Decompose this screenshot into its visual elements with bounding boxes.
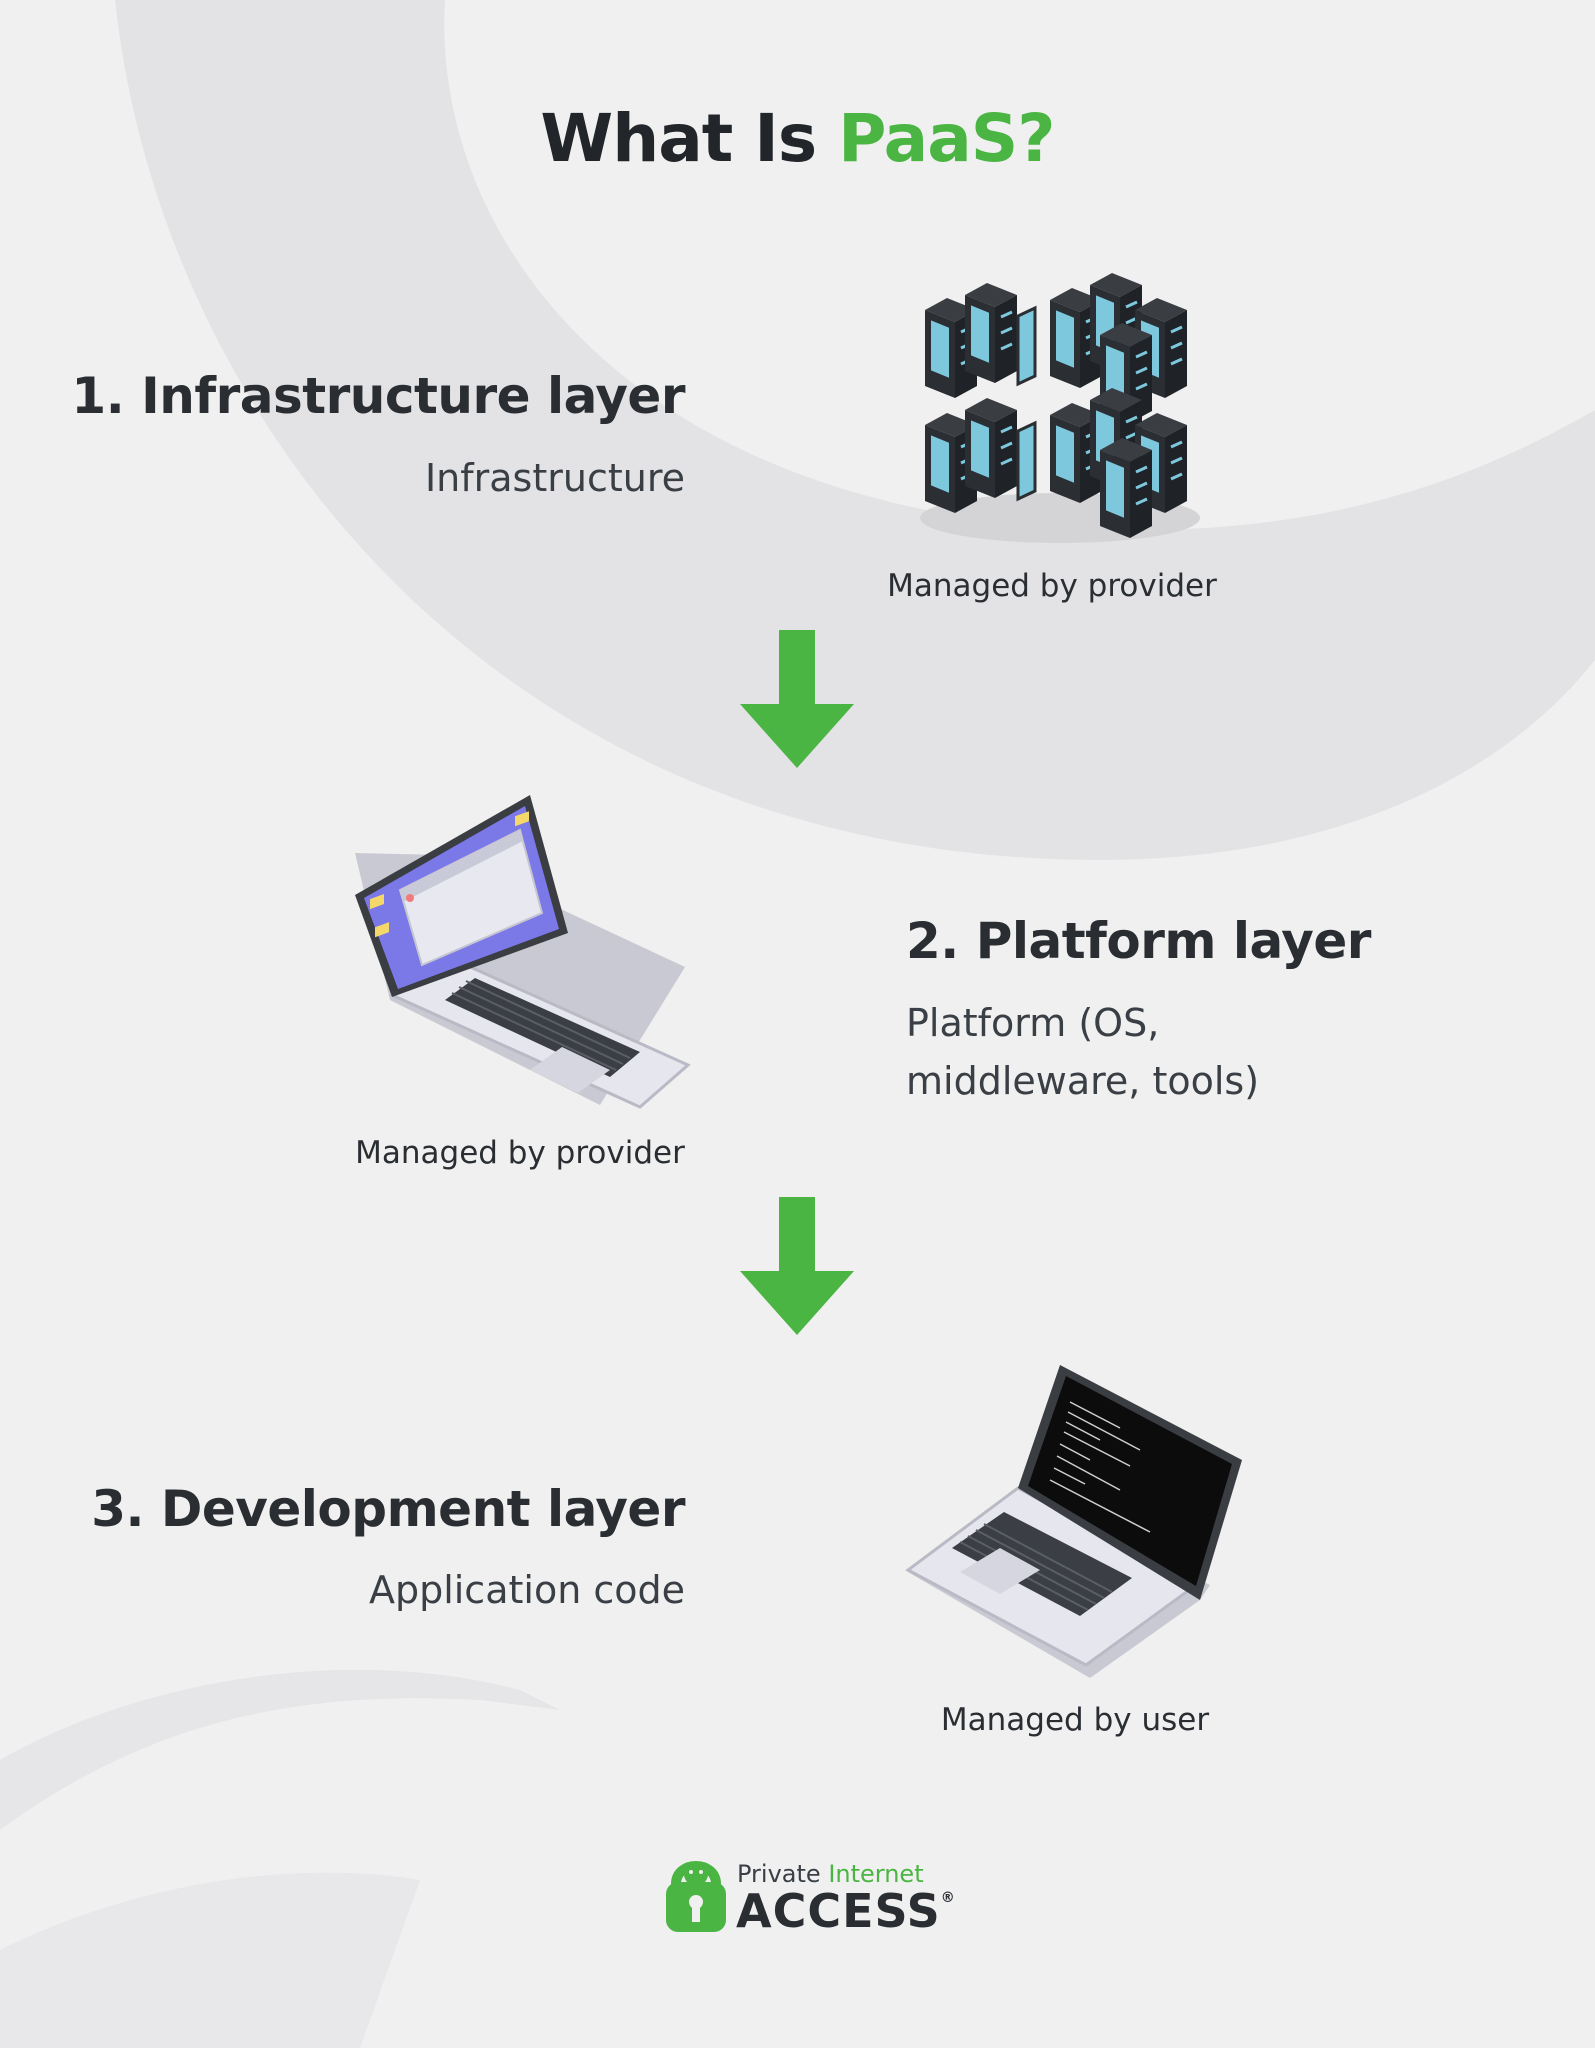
layer-3-caption: Managed by user <box>940 1702 1210 1738</box>
terminal-laptop-icon <box>905 1365 1242 1678</box>
layer-2-description-line2: middleware, tools) <box>906 1059 1260 1103</box>
layer-1-heading: 1. Infrastructure layer <box>71 367 685 425</box>
layer-1-caption: Managed by provider <box>887 568 1217 604</box>
layer-1-description: Infrastructure <box>424 456 685 500</box>
title-accent-text: PaaS? <box>838 100 1055 177</box>
padlock-logo-icon <box>666 1861 726 1932</box>
layer-3-description: Application code <box>368 1568 685 1612</box>
layer-3-heading: 3. Development layer <box>91 1480 685 1538</box>
logo-internet-text: Internet <box>828 1860 924 1888</box>
title-text: What Is <box>540 100 839 177</box>
logo-line1: Private Internet <box>737 1860 924 1888</box>
arrow-down-icon <box>740 1197 854 1335</box>
logo-line2: ACCESS® <box>736 1884 956 1938</box>
layer-2-heading: 2. Platform layer <box>906 912 1371 970</box>
logo-registered-mark: ® <box>940 1890 956 1906</box>
page-title: What Is PaaS? <box>0 100 1595 177</box>
layer-2-caption: Managed by provider <box>355 1135 685 1171</box>
arrow-down-icon <box>740 630 854 768</box>
logo-private-text: Private <box>737 1860 829 1888</box>
laptop-icon <box>355 795 691 1109</box>
server-rack-icon <box>920 271 1200 543</box>
layer-2-description-line1: Platform (OS, <box>906 1001 1160 1045</box>
logo-access-text: ACCESS <box>736 1884 941 1938</box>
